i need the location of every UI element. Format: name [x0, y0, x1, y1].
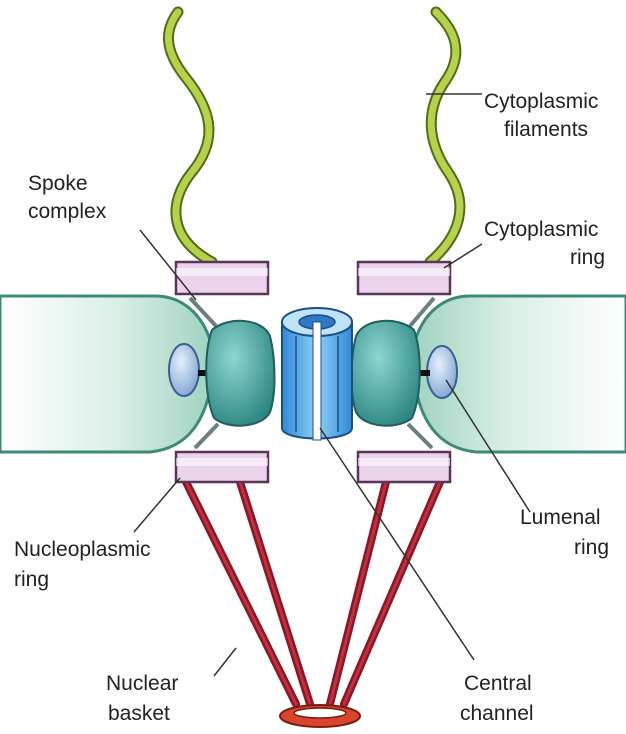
label-line: Lumenal: [520, 506, 601, 529]
label-line: ring: [574, 536, 609, 559]
label-nuclear-basket: Nuclear basket: [106, 672, 184, 725]
label-line: Spoke: [28, 172, 88, 195]
label-lumenal-ring: Lumenal ring: [520, 506, 609, 559]
label-line: Central: [464, 672, 532, 695]
label-line: Nuclear: [106, 672, 178, 695]
ring-highlight: [176, 268, 268, 276]
basket-distal-ring: [280, 705, 360, 727]
label-line: complex: [28, 200, 107, 223]
label-line: ring: [14, 568, 49, 591]
ring-highlight: [176, 458, 268, 466]
spoke-body-right: [352, 321, 420, 426]
cytoplasmic-ring: [176, 262, 450, 294]
cytoplasmic-filaments: [168, 12, 459, 262]
label-spoke-complex: Spoke complex: [28, 172, 107, 223]
cytoplasmic-ring-left: [176, 262, 268, 294]
label-line: channel: [460, 702, 534, 725]
nucleoplasmic-ring-right: [358, 452, 450, 482]
label-line: Cytoplasmic: [484, 90, 598, 113]
central-channel: [282, 308, 352, 440]
ring-highlight: [358, 268, 450, 276]
label-line: ring: [570, 246, 605, 269]
label-nucleoplasmic-ring: Nucleoplasmic ring: [14, 538, 156, 591]
label-central-channel: Central channel: [460, 672, 538, 725]
ring-highlight: [358, 458, 450, 466]
spoke-body-left: [206, 321, 274, 426]
label-cytoplasmic-ring: Cytoplasmic ring: [484, 218, 605, 269]
central-channel-slit: [313, 322, 321, 440]
label-line: Cytoplasmic: [484, 218, 598, 241]
nucleoplasmic-ring-left: [176, 452, 268, 482]
basket-filament-highlight: [186, 482, 296, 704]
basket-filament-highlight: [240, 482, 310, 704]
leader-nucleoplasmic-ring: [134, 478, 180, 532]
cytoplasmic-ring-right: [358, 262, 450, 294]
leader-nuclear-basket: [214, 648, 236, 676]
nuclear-basket-highlight: [186, 482, 440, 704]
label-line: Nucleoplasmic: [14, 538, 151, 561]
nucleoplasmic-ring: [176, 452, 450, 482]
spoke-connector: [408, 424, 432, 448]
spoke-connector: [195, 424, 218, 448]
basket-ring-hole: [294, 708, 346, 718]
lumenal-ring-left: [169, 344, 199, 396]
label-line: basket: [108, 702, 170, 725]
label-line: filaments: [504, 118, 588, 141]
cytoplasmic-filament-right-fill: [430, 12, 460, 262]
label-cytoplasmic-filaments: Cytoplasmic filaments: [484, 90, 604, 141]
nuclear-basket: [186, 482, 440, 704]
